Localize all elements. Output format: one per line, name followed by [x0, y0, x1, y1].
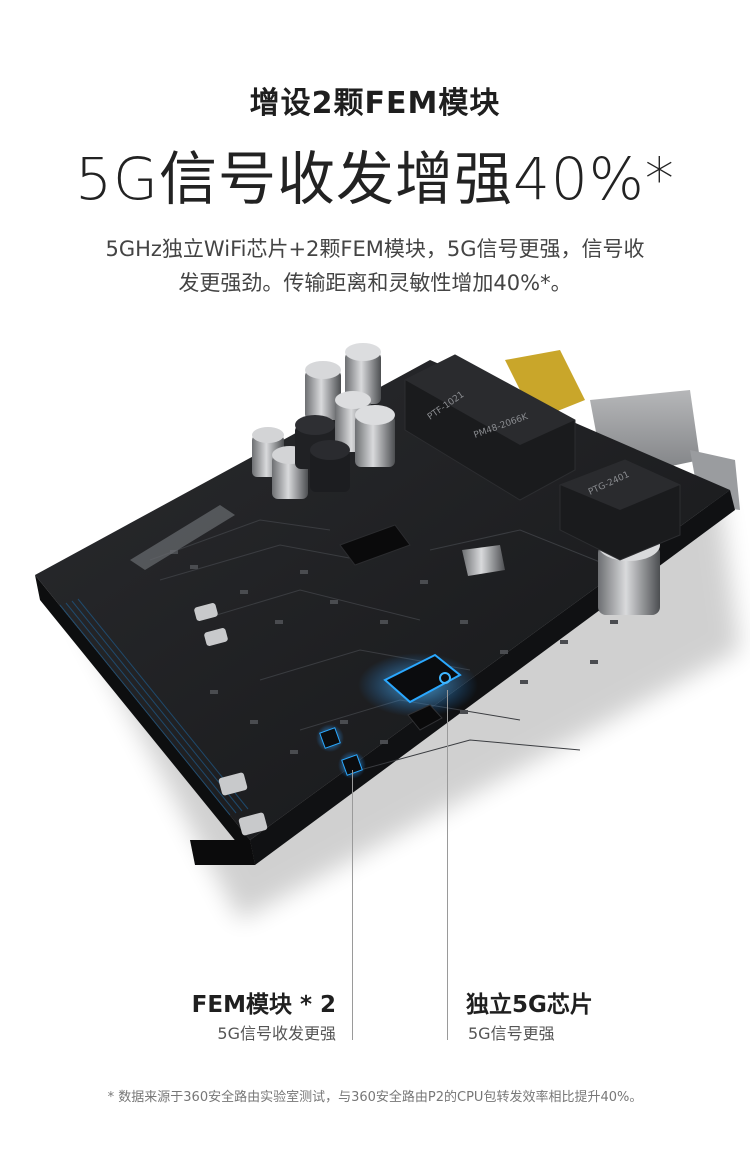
capacitors: [252, 343, 660, 615]
pcb-corner: [190, 840, 255, 865]
edge-traces: [59, 598, 249, 816]
fem-modules: [316, 724, 366, 779]
chip-label-subtitle: 5G信号更强: [468, 1024, 555, 1043]
fem-label-title: FEM模块 * 2: [191, 992, 336, 1018]
circuit-board-illustration: PTF-1021 PM48-2066K PTG-2401: [0, 320, 750, 980]
transformer-blocks: [404, 354, 681, 561]
description-line-1: 5GHz独立WiFi芯片+2颗FEM模块，5G信号更强，信号收: [105, 237, 645, 261]
pcb-edge-left: [35, 575, 255, 865]
chip-callout-line: [447, 690, 448, 1040]
silkscreen-logo: [130, 505, 235, 570]
ic-chip: [339, 524, 411, 566]
crystal-oscillator: [462, 545, 505, 576]
feature-subtitle: 增设2颗FEM模块: [249, 86, 501, 121]
fem-label-subtitle: 5G信号收发更强: [217, 1024, 336, 1043]
highlighted-5g-chip: [358, 653, 478, 717]
description-line-2: 发更强劲。传输距离和灵敏性增加40%*。: [178, 271, 572, 295]
fem-callout-line: [352, 770, 353, 1040]
yellow-connector: [505, 350, 585, 420]
chip-label-title: 独立5G芯片: [466, 992, 593, 1018]
small-ic: [407, 704, 443, 731]
solder-pads: [194, 603, 268, 836]
footnote: * 数据来源于360安全路由实验室测试，与360安全路由P2的CPU包转发效率相…: [107, 1090, 643, 1105]
circuit-board-svg: PTF-1021 PM48-2066K PTG-2401: [35, 343, 740, 920]
feature-headline: 5G信号收发增强40%*: [75, 145, 675, 213]
feature-description: 5GHz独立WiFi芯片+2颗FEM模块，5G信号更强，信号收 发更强劲。传输距…: [60, 232, 690, 300]
